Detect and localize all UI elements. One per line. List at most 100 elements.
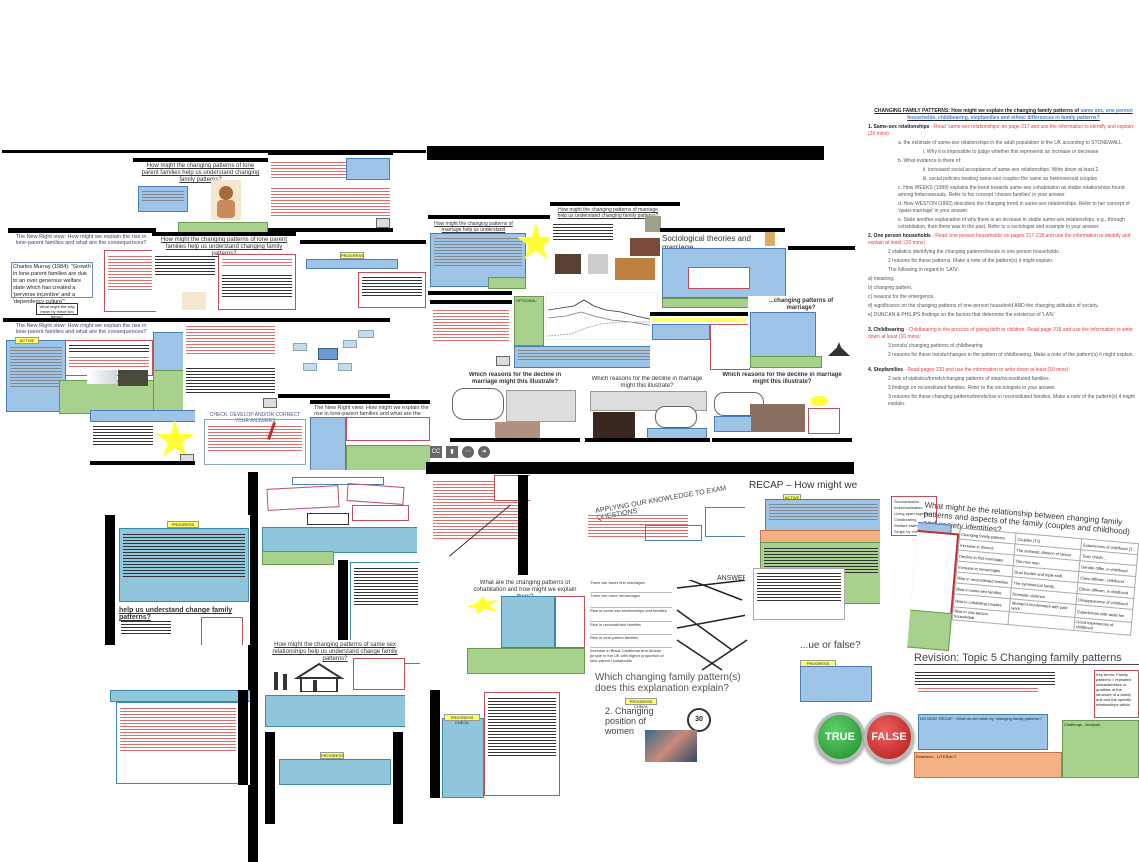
slide-text-notes[interactable]	[183, 318, 278, 412]
couple-image	[645, 216, 661, 232]
slide-decline-1[interactable]: Which reasons for the decline in marriag…	[450, 372, 580, 442]
explain-box	[116, 702, 240, 784]
divider-bar	[426, 462, 854, 474]
slide-new-right-detail[interactable]: The New Right view: How might we explain…	[3, 318, 183, 414]
section-2-item: a) meaning,	[868, 276, 895, 282]
slide-cohabitation[interactable]: What are the changing patterns of cohabi…	[465, 580, 585, 675]
slide-relationship[interactable]: What might be the relationship between c…	[906, 500, 1139, 669]
slide-title: Which changing family pattern(s) does th…	[595, 672, 741, 694]
newspaper-image	[87, 370, 117, 384]
slide-task[interactable]	[90, 410, 195, 465]
slide-title: Revision: Topic 5 Changing family patter…	[914, 652, 1139, 665]
key-terms-box	[201, 617, 243, 645]
section-2-item: e) DUNCAN & PHILIPS findings on the fact…	[868, 312, 1055, 318]
progress-check-badge: PROGRESS CHECK	[444, 714, 480, 725]
slide-mind-map[interactable]	[278, 318, 390, 398]
slide-marriage[interactable]: How might the changing patterns of marri…	[428, 215, 556, 295]
slide-changing-marriage[interactable]: ...changing patterns of marriage?	[748, 296, 855, 368]
section-1-item: a. the estimate of same-sex relationship…	[898, 140, 1122, 146]
slide-decline-3[interactable]: Which reasons for the decline in marriag…	[712, 372, 852, 442]
review-box	[104, 250, 156, 312]
task-bar	[306, 259, 398, 269]
video-icon[interactable]: ▮	[446, 446, 458, 458]
slide-cohabitation-red[interactable]	[430, 475, 530, 575]
slide-sociological-theories[interactable]: Sociological theories and marriage	[660, 228, 855, 308]
slide-instructions[interactable]	[268, 150, 393, 232]
next-icon[interactable]: ➜	[478, 446, 490, 458]
section-2-item: c) reasons for the emergence,	[868, 294, 935, 300]
slide-title: ...ue or false?	[800, 640, 861, 651]
blue-note	[346, 158, 390, 180]
slide-marriage-chart[interactable]: OPTIONAL:	[512, 290, 662, 368]
slide-red-notes[interactable]	[430, 300, 512, 368]
working-woman-photo	[645, 730, 697, 762]
task-box	[265, 695, 405, 727]
explanation-cards	[753, 568, 845, 620]
green-task-box	[178, 222, 268, 234]
slide-divorce-factors[interactable]	[262, 475, 417, 565]
slide-answers-matching[interactable]: There are fewer first marriages There ar…	[590, 580, 750, 680]
slide-progress[interactable]: PROGRESS CHECK	[300, 240, 426, 310]
challenge-box	[906, 607, 953, 652]
section-1-item: i. Why it is impossible to judge whether…	[923, 149, 1099, 155]
blue-question-box	[310, 417, 346, 470]
section-1-heading: 1. Same-sex relationships - Read 'same-s…	[868, 124, 1135, 137]
slide-true-false[interactable]: ...ue or false? PROGRESS CHECK	[800, 630, 910, 740]
matching-lines	[676, 580, 748, 671]
more-icon[interactable]: ⋯	[462, 446, 474, 458]
key-terms-box	[218, 254, 296, 310]
document-title: CHANGING FAMILY PATTERNS: How might we e…	[874, 108, 1133, 121]
slide-marriage-images[interactable]: How might the changing patterns of marri…	[550, 202, 680, 282]
timer-icon: 30	[687, 708, 711, 732]
link-box	[645, 525, 702, 541]
portrait-image	[765, 232, 775, 246]
progress-check-badge: PROGRESS CHECK	[320, 752, 344, 763]
wedding-image	[630, 238, 662, 256]
slide-decline-2[interactable]: Which reasons for the decline in marriag…	[585, 376, 710, 442]
family-house-icon	[269, 662, 349, 693]
essay-plan-box	[484, 692, 560, 796]
section-1-item: d. How WESTON (1992) describes the chang…	[898, 201, 1130, 214]
slide-which-pattern[interactable]: Which changing family pattern(s) does th…	[595, 672, 755, 762]
couple-photo	[495, 422, 540, 440]
slide-lone-parent[interactable]: How might the changing patterns of lone …	[133, 158, 268, 234]
section-2-item: The following in regard to 'LATs':	[888, 267, 960, 273]
extension-literacy-box: Extension - LITERACY	[914, 752, 1062, 778]
slide-lone-parent-2[interactable]: How might the changing patterns of lone …	[152, 232, 296, 310]
cc-button[interactable]: CC	[430, 446, 442, 458]
marriage-trend-chart	[546, 292, 658, 340]
false-button[interactable]: FALSE	[864, 712, 914, 762]
couple-photo	[750, 404, 805, 432]
section-2-item: 2 reasons for these patterns. Make a not…	[888, 258, 1054, 264]
slide-cohabitation-progress[interactable]: PROGRESS CHECK help us understand change…	[105, 515, 250, 645]
section-2-item: d) significance on the changing patterns…	[868, 303, 1099, 309]
slide-explain-cohabitation[interactable]: PROGRESS CHECK	[430, 690, 560, 798]
slide-marriage-worksheet[interactable]	[650, 312, 750, 370]
task-box	[262, 527, 417, 553]
slide-title: How might the changing patterns of marri…	[557, 207, 659, 219]
true-button[interactable]: TRUE	[815, 712, 865, 762]
slide-check-develop[interactable]: CHECK, DEVELOP AND/OR CORRECT YOUR ANSWE…	[200, 410, 310, 468]
key-terms-box: Key terms: Family patterns = repeated ch…	[1094, 670, 1139, 718]
slide-same-sex-progress[interactable]: PROGRESS CHECK	[265, 732, 405, 824]
slide-recap[interactable]: RECAP – How might we ACTIVE	[745, 480, 880, 620]
mind-map-center	[318, 348, 338, 360]
answers-list: There are fewer first marriages There ar…	[590, 580, 672, 663]
slide-same-sex[interactable]: How might the changing patterns of same …	[265, 640, 405, 750]
notes-box	[710, 324, 750, 370]
slide-revision[interactable]: Revision: Topic 5 Changing family patter…	[912, 652, 1139, 812]
speech-bubble	[655, 406, 697, 428]
slide-new-right[interactable]: The New Right view: How might we explain…	[8, 228, 156, 318]
side-blue-box	[153, 332, 183, 372]
section-4-item: 2 sets of statistics/trends/changing pat…	[888, 376, 1051, 382]
green-analysis-box	[346, 445, 430, 470]
slide-cohabitation-explain[interactable]	[110, 690, 250, 785]
blue-box	[750, 312, 816, 358]
slide-title: ...changing patterns of marriage?	[768, 298, 834, 311]
factor-card	[346, 483, 405, 505]
slide-new-right-3[interactable]: The New Right view: How might we explain…	[310, 400, 430, 470]
slide-applying-knowledge[interactable]: APPLYING OUR KNOWLEDGE TO EXAM QUESTIONS…	[585, 475, 750, 585]
section-4-item: 3 reasons for these changing patterns/tr…	[888, 394, 1135, 407]
green-box	[750, 356, 822, 368]
